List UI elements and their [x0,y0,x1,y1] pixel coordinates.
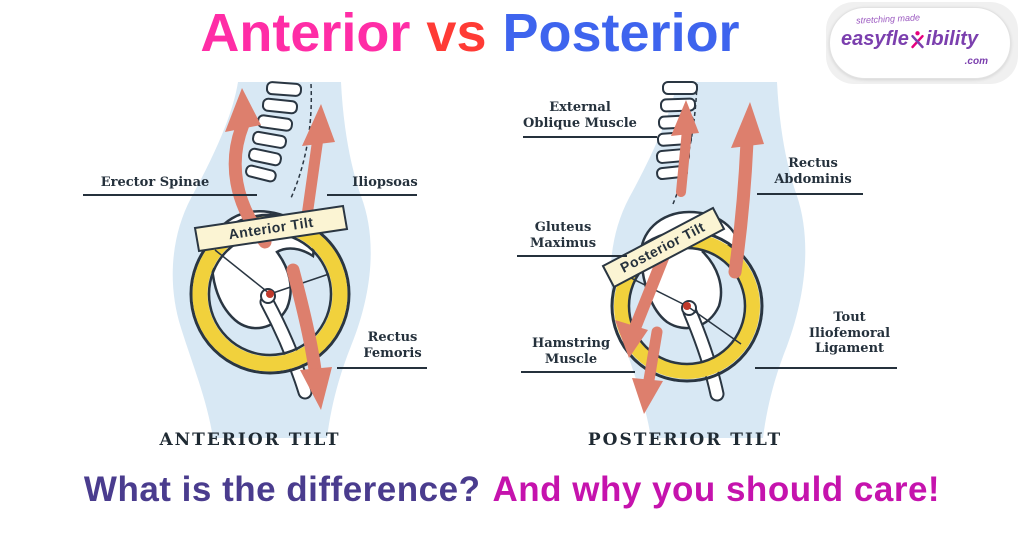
anterior-tilt-caption: ANTERIOR TILT [159,430,341,450]
footer-question: What is the difference? [83,470,481,509]
title-posterior: Posterior [502,3,740,63]
logo-brand-suffix: ibility [925,28,979,50]
footer-tagline: What is the difference? And why you shoul… [0,470,1024,510]
wheel-spoke [626,275,688,307]
rotation-center-dot [683,302,691,310]
posterior-tilt-banner [601,206,726,289]
label-hamstring-muscle: Hamstring Muscle [531,336,611,367]
rectus-abdominis-arrowhead [731,102,764,148]
title-vs: vs [426,3,487,63]
posterior-tilt-illustration: Posterior Tilt [517,81,897,438]
logo-brand: easyfle ibility [841,28,978,51]
posterior-tilt-diagram: Posterior Tilt External Oblique Muscle R… [505,80,975,465]
tilt-wheel-outer [189,213,351,375]
logo-brand-prefix: easyfle [841,28,909,50]
iliopsoas-arrowhead [302,104,335,146]
gluteus-maximus-arrowhead [615,320,648,358]
label-iliofemoral-ligament: Tout Iliofemoral Ligament [808,310,891,357]
anterior-tilt-illustration: Anterior Tilt [83,81,427,438]
wheel-spoke [214,249,271,295]
label-external-oblique: External Oblique Muscle [523,100,637,131]
footer-statement: And why you should care! [492,470,941,509]
rectus-abdominis-arrow [728,135,754,279]
wheel-spoke [686,305,742,345]
femur-bone [684,306,723,400]
hamstring-arrow [642,326,663,392]
anterior-tilt-diagram: Anterior Tilt Erector Spinae Iliopsoas R… [55,80,505,465]
external-oblique-arrow [676,125,692,197]
posterior-tilt-caption: POSTERIOR TILT [587,430,783,450]
label-erector-spinae: Erector Spinae [100,175,210,190]
label-gluteus-maximus: Gluteus Maximus [529,220,597,251]
label-iliopsoas: Iliopsoas [352,175,418,190]
logo-domain-suffix: .com [964,56,988,67]
rectus-femoris-arrowhead [300,367,332,410]
label-rectus-femoris: Rectus Femoris [363,330,422,361]
label-rectus-abdominis: Rectus Abdominis [774,156,852,187]
spine-guide-line [290,83,313,199]
anterior-tilt-banner [193,204,349,253]
logo-tagline: stretching made [855,12,921,26]
brand-logo: stretching made easyfle ibility .com [829,7,1011,79]
title-anterior: Anterior [200,3,411,63]
jumping-figure-icon [911,31,924,49]
external-oblique-arrowhead [671,100,699,136]
femur-bone [261,296,311,398]
erector-spinae-arrowhead [225,88,261,132]
rotation-center-dot [266,290,274,298]
hamstring-arrowhead [632,378,663,414]
vertebrae [245,81,303,183]
